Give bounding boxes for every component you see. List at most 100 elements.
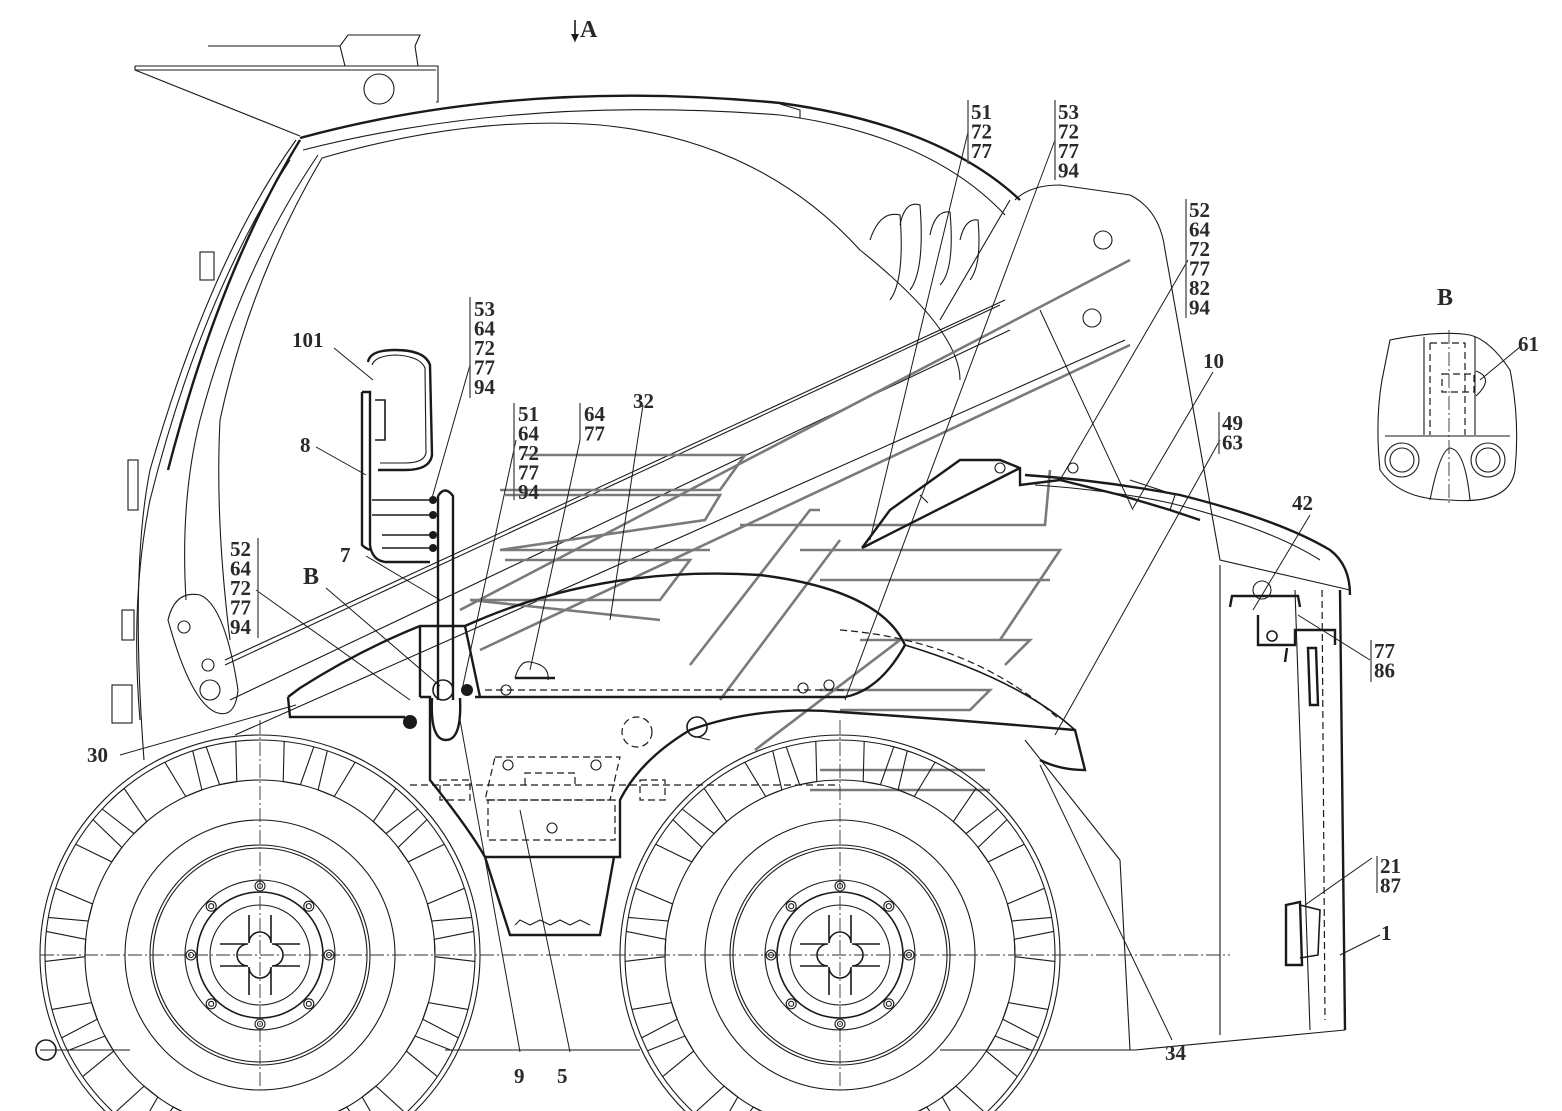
stack-number: 64 bbox=[518, 422, 540, 446]
stack-number: 86 bbox=[1374, 659, 1395, 683]
decal-stripes bbox=[459, 258, 1131, 792]
tread-lug bbox=[941, 1085, 985, 1111]
tread-lug bbox=[985, 1035, 1033, 1078]
wheel-bolt bbox=[785, 998, 797, 1010]
tread-lug bbox=[205, 741, 238, 786]
roof-beacon-bracket bbox=[134, 34, 439, 137]
tread-lug bbox=[862, 741, 895, 786]
fuel-cap bbox=[514, 661, 555, 681]
grab-handle bbox=[403, 489, 835, 742]
stack-number: 77 bbox=[474, 356, 495, 380]
tread-lug bbox=[164, 750, 203, 798]
center-lines bbox=[40, 720, 1230, 1090]
body-side-panel bbox=[286, 572, 1087, 937]
leader-lines bbox=[119, 25, 1521, 1053]
tread-lug bbox=[681, 788, 728, 835]
tread-lug bbox=[785, 741, 818, 786]
tread-lug bbox=[169, 1106, 183, 1111]
hub-slot bbox=[220, 943, 249, 967]
wheel-bolt bbox=[785, 900, 797, 912]
tread-lug bbox=[977, 819, 1025, 863]
callout-10: 10 bbox=[1203, 349, 1224, 373]
tread-lug bbox=[631, 1001, 678, 1039]
lift-arm bbox=[224, 184, 1351, 736]
stack-number: 82 bbox=[1189, 276, 1210, 300]
stack-number: 64 bbox=[1189, 218, 1211, 242]
tread-lug bbox=[48, 887, 94, 922]
stack-number: 94 bbox=[1189, 296, 1211, 320]
view-letter-a: A bbox=[580, 17, 598, 43]
lift-arm-pivot bbox=[167, 593, 239, 715]
stack-number: 63 bbox=[1222, 431, 1243, 455]
tread-lug bbox=[75, 819, 123, 863]
stack-number: 77 bbox=[971, 139, 992, 163]
tread-lug bbox=[426, 887, 472, 922]
callout-101: 101 bbox=[292, 328, 324, 352]
stack-number: 77 bbox=[518, 461, 539, 485]
stack-number: 52 bbox=[230, 537, 251, 561]
stack-number: 77 bbox=[230, 596, 251, 620]
section-title-b: B bbox=[1437, 285, 1453, 311]
tread-lug bbox=[744, 750, 783, 798]
stack-number: 72 bbox=[518, 441, 539, 465]
mirror-assembly bbox=[360, 348, 437, 564]
callout-b: B bbox=[303, 564, 319, 590]
wheel-bolt bbox=[205, 900, 217, 912]
stack-number: 77 bbox=[1058, 139, 1079, 163]
wheel-bolt bbox=[205, 998, 217, 1010]
tread-lug bbox=[1013, 930, 1055, 962]
stack-number: 77 bbox=[1189, 257, 1210, 281]
rear-door bbox=[1219, 565, 1347, 1035]
tread-lug bbox=[422, 1001, 469, 1039]
tread-lug bbox=[372, 788, 419, 835]
tread-lug bbox=[361, 1085, 405, 1111]
callout-1: 1 bbox=[1381, 921, 1392, 945]
hub-slot bbox=[248, 915, 272, 944]
tread-lug bbox=[647, 1035, 695, 1078]
wheel-bolt bbox=[303, 998, 315, 1010]
stack-number: 53 bbox=[474, 297, 495, 321]
callout-34: 34 bbox=[1165, 1041, 1187, 1065]
tread-lug bbox=[433, 930, 475, 962]
stack-number: 53 bbox=[1058, 100, 1079, 124]
tread-lug bbox=[917, 1106, 931, 1111]
stack-number: 72 bbox=[1189, 237, 1210, 261]
stack-number: 72 bbox=[474, 336, 495, 360]
stack-bars bbox=[257, 100, 1378, 893]
stack-number: 94 bbox=[1058, 159, 1080, 183]
tread-lug bbox=[397, 819, 445, 863]
stack-number: 72 bbox=[230, 576, 251, 600]
door-latch bbox=[1228, 580, 1337, 663]
stack-number: 77 bbox=[1374, 639, 1395, 663]
callout-7: 7 bbox=[340, 543, 351, 567]
stack-number: 52 bbox=[1189, 198, 1210, 222]
tread-lug bbox=[317, 750, 356, 798]
stack-number: 72 bbox=[1058, 120, 1079, 144]
stack-number: 94 bbox=[474, 375, 496, 399]
stack-number: 21 bbox=[1380, 854, 1401, 878]
wheel-bolt bbox=[883, 998, 895, 1010]
tread-lug bbox=[1002, 1001, 1049, 1039]
tread-lug bbox=[337, 1106, 351, 1111]
tread-lug bbox=[1006, 887, 1052, 922]
tread-lug bbox=[695, 1085, 739, 1111]
tread-lug bbox=[101, 788, 148, 835]
stack-number: 77 bbox=[584, 422, 605, 446]
tread-lug bbox=[115, 1085, 159, 1111]
callout-42: 42 bbox=[1292, 491, 1313, 515]
hub-slot bbox=[248, 966, 272, 995]
tread-lug bbox=[45, 930, 87, 962]
tread-lug bbox=[282, 741, 315, 786]
tread-lug bbox=[625, 930, 667, 962]
stack-number: 72 bbox=[971, 120, 992, 144]
